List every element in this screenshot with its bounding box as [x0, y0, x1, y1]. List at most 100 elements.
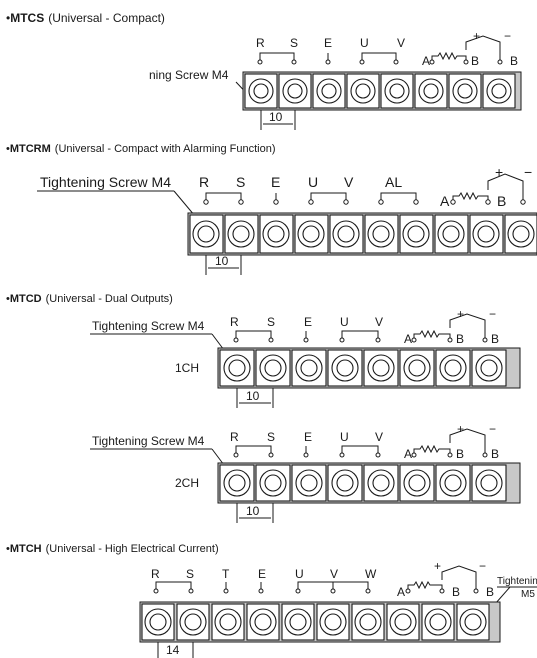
pitch-dimension — [157, 642, 194, 658]
model-name: MTCD — [10, 293, 42, 305]
terminal — [471, 349, 507, 387]
terminal-label: A — [397, 585, 405, 599]
terminal — [327, 464, 363, 502]
terminal — [346, 73, 380, 109]
terminal-label: A — [404, 332, 412, 346]
terminal — [471, 464, 507, 502]
terminal-labels: R S E U V A B B — [256, 36, 518, 68]
section-mtcrm: •MTCRM (Universal - Compact with Alarming… — [6, 143, 537, 275]
terminal-label: W — [365, 567, 377, 581]
terminal — [399, 349, 435, 387]
terminal-label: B — [452, 585, 460, 599]
terminals — [189, 214, 537, 254]
screw-size: M5 — [521, 589, 535, 600]
terminal — [316, 603, 350, 641]
terminal — [255, 464, 291, 502]
terminal-label: V — [375, 430, 383, 444]
terminal — [435, 464, 471, 502]
pitch-dimension — [205, 255, 242, 275]
terminal-label: U — [295, 567, 304, 581]
terminal-label: U — [308, 174, 318, 190]
terminal-label: E — [258, 567, 266, 581]
terminal-label: B — [456, 447, 464, 461]
terminal — [363, 349, 399, 387]
terminal-label: S — [186, 567, 194, 581]
plus-sign: + — [495, 164, 503, 180]
plus-sign: + — [457, 307, 464, 321]
terminal — [244, 73, 278, 109]
pitch-value: 10 — [246, 504, 260, 518]
screw-label: Tightening Screw M4 — [40, 174, 171, 190]
terminal-label: B — [497, 193, 506, 209]
pitch-value: 10 — [269, 110, 283, 124]
terminal-label: AL — [385, 174, 402, 190]
pitch-dimension — [236, 503, 274, 523]
wiring-lines — [153, 565, 479, 594]
terminal-label: S — [267, 430, 275, 444]
terminal — [435, 349, 471, 387]
terminal-label: R — [256, 36, 265, 50]
wiring-lines — [233, 428, 488, 458]
terminal-label: B — [471, 54, 479, 68]
terminal — [219, 464, 255, 502]
pitch-dimension — [260, 110, 296, 130]
terminal-label: V — [330, 567, 338, 581]
terminal — [281, 603, 315, 641]
pitch-value: 14 — [166, 643, 180, 657]
model-name: MTCRM — [10, 143, 51, 155]
bullet: • — [6, 543, 10, 555]
terminal — [456, 603, 490, 641]
terminal — [386, 603, 420, 641]
pitch-value: 10 — [246, 389, 260, 403]
minus-sign: − — [524, 164, 532, 180]
terminal-labels: R S T E U V W A B B — [151, 567, 494, 599]
model-description: (Universal - Dual Outputs) — [46, 293, 173, 305]
terminal — [351, 603, 385, 641]
terminal-label: T — [222, 567, 230, 581]
screw-label: Tightening — [497, 576, 537, 587]
terminal-label: S — [267, 315, 275, 329]
terminals — [244, 73, 516, 109]
section-mtcd-2ch: Tightening Screw M4 2CH R S E — [90, 422, 521, 523]
terminal — [176, 603, 210, 641]
svg-text:•MTCH(Universal - High Electri: •MTCH (Universal - High Electrical Curren… — [6, 543, 219, 555]
terminal-labels: R S E U V A B B — [230, 315, 499, 346]
bullet: • — [6, 143, 10, 155]
terminal-label: E — [324, 36, 332, 50]
model-name: MTCH — [10, 543, 42, 555]
terminal-label: B — [491, 447, 499, 461]
model-description: (Universal - Compact with Alarming Funct… — [55, 143, 276, 155]
terminal — [363, 464, 399, 502]
channel-label: 1CH — [175, 361, 199, 375]
model-description: (Universal - Compact) — [48, 11, 165, 25]
section-mtcd-1ch: •MTCD(Universal - Dual Outputs) Tighteni… — [6, 293, 521, 408]
terminal-label: E — [304, 430, 312, 444]
terminal — [246, 603, 280, 641]
terminal — [278, 73, 312, 109]
terminal-label: B — [510, 54, 518, 68]
screw-label: Tightening Screw M4 — [92, 319, 205, 333]
model-description: (Universal - High Electrical Current) — [46, 543, 219, 555]
minus-sign: − — [489, 307, 496, 321]
terminal — [291, 464, 327, 502]
terminal-label: R — [230, 430, 239, 444]
wiring-lines — [203, 173, 526, 205]
terminal-labels: R S E U V AL A B — [199, 174, 506, 209]
terminal — [448, 73, 482, 109]
terminal — [141, 603, 175, 641]
terminal-label: U — [340, 430, 349, 444]
terminal-label: B — [456, 332, 464, 346]
section-mtch: •MTCH (Universal - High Electrical Curren… — [6, 543, 537, 658]
terminal-labels: R S E U V A B B — [230, 430, 499, 461]
terminal — [380, 73, 414, 109]
terminal — [482, 73, 516, 109]
pitch-value: 10 — [215, 254, 229, 268]
terminals — [141, 603, 490, 641]
wiring-lines — [233, 313, 488, 343]
terminals — [219, 464, 507, 502]
terminal — [414, 73, 448, 109]
terminal-label: B — [486, 585, 494, 599]
model-name: MTCS — [10, 11, 44, 25]
terminal-label: A — [440, 193, 450, 209]
terminal — [421, 603, 455, 641]
